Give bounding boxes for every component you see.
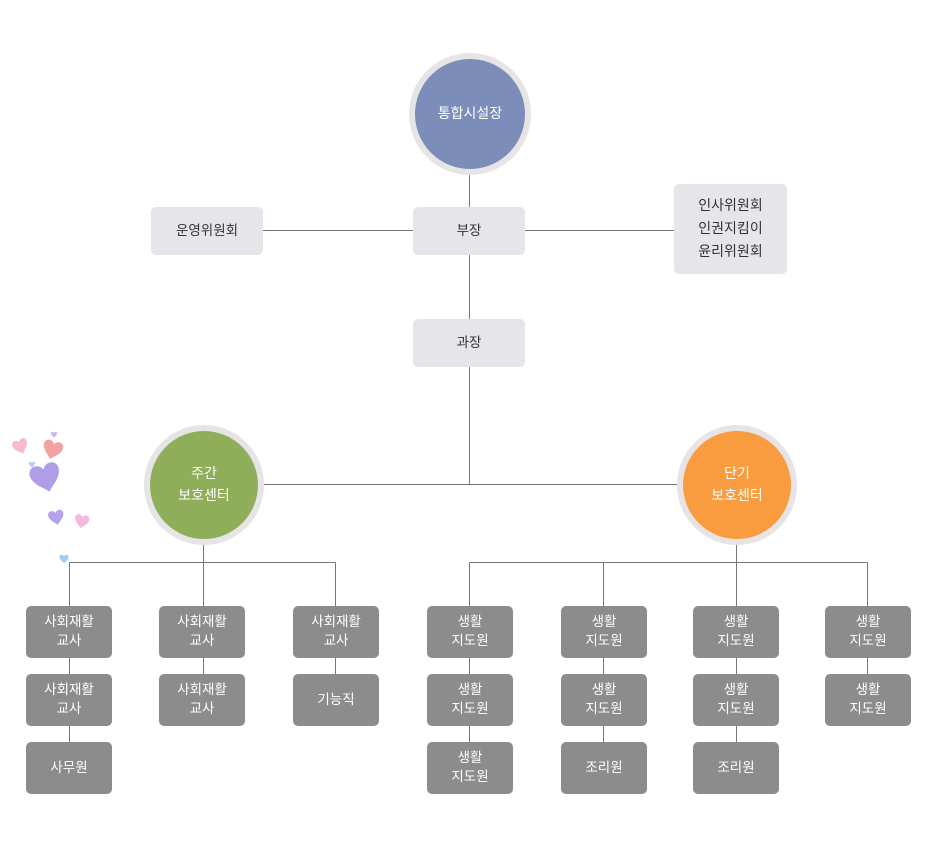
manager-node: 부장 bbox=[413, 207, 525, 255]
day-center-label-line1: 주간 bbox=[191, 466, 217, 482]
day-center-node: 주간 보호센터 bbox=[144, 425, 264, 545]
operating-committee-label: 운영위원회 bbox=[175, 223, 239, 239]
staff-role: 지도원 bbox=[451, 701, 489, 717]
staff-role: 생활 bbox=[457, 614, 483, 630]
head-director-label: 통합시설장 bbox=[437, 106, 503, 122]
short-staff-2-1: 생활 지도원 bbox=[561, 606, 647, 658]
staff-role: 지도원 bbox=[585, 633, 623, 649]
manager-label: 부장 bbox=[456, 223, 482, 239]
day-staff-2-2: 사회재활 교사 bbox=[159, 674, 245, 726]
staff-role: 조리원 bbox=[717, 759, 755, 776]
committees-node: 인사위원회 인권지킴이 윤리위원회 bbox=[674, 184, 787, 274]
staff-role: 사회재활 bbox=[44, 682, 94, 698]
short-staff-1-1: 생활 지도원 bbox=[427, 606, 513, 658]
short-term-center-label-line1: 단기 bbox=[724, 466, 750, 482]
day-staff-1-3: 사무원 bbox=[26, 742, 112, 794]
short-staff-3-1: 생활 지도원 bbox=[693, 606, 779, 658]
short-staff-1-3: 생활 지도원 bbox=[427, 742, 513, 794]
day-staff-3-2: 기능직 bbox=[293, 674, 379, 726]
staff-role: 조리원 bbox=[585, 759, 623, 776]
day-center-label-line2: 보호센터 bbox=[178, 488, 230, 504]
staff-role: 사회재활 bbox=[44, 614, 94, 630]
staff-role: 지도원 bbox=[451, 633, 489, 649]
staff-role: 생활 bbox=[723, 614, 749, 630]
staff-role: 교사 bbox=[189, 633, 215, 649]
operating-committee-node: 운영위원회 bbox=[151, 207, 263, 255]
staff-role: 지도원 bbox=[717, 701, 755, 717]
staff-role: 생활 bbox=[457, 682, 483, 698]
staff-role: 사회재활 bbox=[177, 682, 227, 698]
staff-role: 사회재활 bbox=[311, 614, 361, 630]
staff-role: 생활 bbox=[855, 614, 881, 630]
short-term-center-label-line2: 보호센터 bbox=[711, 488, 763, 504]
day-staff-1-2: 사회재활 교사 bbox=[26, 674, 112, 726]
ethics-committee-label: 윤리위원회 bbox=[698, 243, 763, 260]
staff-role: 생활 bbox=[457, 750, 483, 766]
short-staff-3-2: 생활 지도원 bbox=[693, 674, 779, 726]
staff-role: 사회재활 bbox=[177, 614, 227, 630]
decorative-hearts-icon bbox=[10, 431, 91, 564]
staff-role: 생활 bbox=[855, 682, 881, 698]
personnel-committee-label: 인사위원회 bbox=[698, 197, 763, 214]
staff-role: 지도원 bbox=[849, 701, 887, 717]
short-staff-2-2: 생활 지도원 bbox=[561, 674, 647, 726]
staff-role: 교사 bbox=[56, 633, 82, 649]
short-staff-4-1: 생활 지도원 bbox=[825, 606, 911, 658]
short-term-center-node: 단기 보호센터 bbox=[677, 425, 797, 545]
day-staff-1-1: 사회재활 교사 bbox=[26, 606, 112, 658]
staff-role: 교사 bbox=[56, 701, 82, 717]
staff-role: 지도원 bbox=[451, 769, 489, 785]
day-staff-2-1: 사회재활 교사 bbox=[159, 606, 245, 658]
day-staff-3-1: 사회재활 교사 bbox=[293, 606, 379, 658]
short-staff-2-3: 조리원 bbox=[561, 742, 647, 794]
staff-role: 생활 bbox=[591, 614, 617, 630]
section-chief-node: 과장 bbox=[413, 319, 525, 367]
human-rights-label: 인권지킴이 bbox=[698, 220, 763, 237]
head-director-node: 통합시설장 bbox=[409, 53, 531, 175]
section-chief-label: 과장 bbox=[456, 335, 482, 351]
short-staff-3-3: 조리원 bbox=[693, 742, 779, 794]
staff-role: 지도원 bbox=[585, 701, 623, 717]
staff-role: 지도원 bbox=[717, 633, 755, 649]
staff-role: 기능직 bbox=[317, 691, 355, 708]
short-staff-1-2: 생활 지도원 bbox=[427, 674, 513, 726]
staff-role: 생활 bbox=[591, 682, 617, 698]
staff-role: 생활 bbox=[723, 682, 749, 698]
short-staff-4-2: 생활 지도원 bbox=[825, 674, 911, 726]
staff-role: 사무원 bbox=[50, 759, 88, 776]
staff-role: 교사 bbox=[189, 701, 215, 717]
staff-role: 지도원 bbox=[849, 633, 887, 649]
staff-role: 교사 bbox=[323, 633, 349, 649]
